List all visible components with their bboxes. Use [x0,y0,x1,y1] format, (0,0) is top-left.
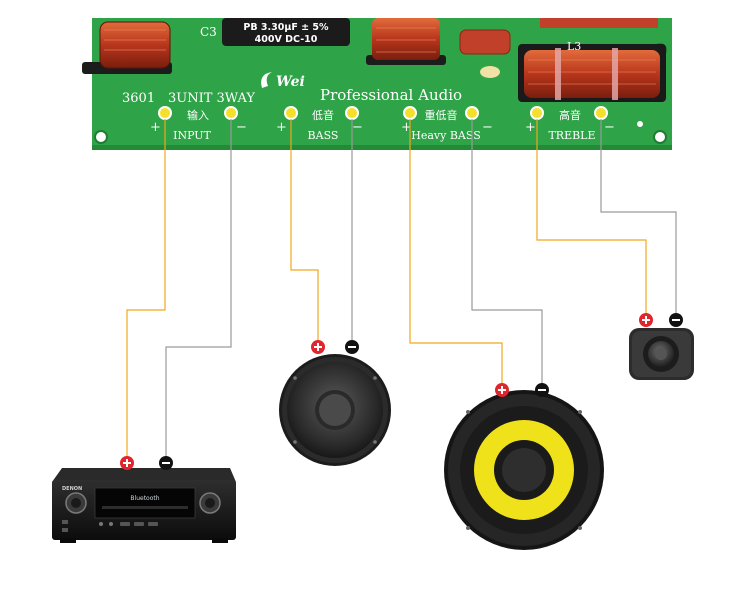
terminal-heavy-bass-negative[interactable] [465,106,479,120]
section-label-en: Heavy BASS [411,129,481,142]
plus-badge-icon [495,383,509,397]
polarity-plus: + [150,120,161,135]
receiver-display [94,487,196,519]
film-capacitor: PB 3.30µF ± 5% 400V DC-10 [222,18,350,46]
receiver-display-text: Bluetooth [130,495,159,502]
terminal-input-negative[interactable] [224,106,238,120]
section-label-en: INPUT [173,129,211,142]
inductor-coil-right: L3 [518,40,666,102]
terminal-input-positive[interactable] [158,106,172,120]
section-label-en: TREBLE [548,129,595,142]
wire-heavy-bass-positive [409,119,503,384]
terminal-treble-positive[interactable] [530,106,544,120]
config-label: 3UNIT 3WAY [168,91,255,106]
polarity-minus: − [604,120,615,135]
polarity-plus: + [276,120,287,135]
tweeter-icon [629,328,694,380]
polarity-minus: − [352,120,363,135]
mounting-hole [94,130,108,144]
section-label-cn: 重低音 [425,108,458,122]
silkscreen-label: C3 [200,25,217,39]
terminal-bass-positive[interactable] [284,106,298,120]
minus-badge-icon [669,313,683,327]
wire-bass-positive [290,119,319,340]
wire-heavy-bass-negative [471,119,543,384]
section-label-en: BASS [308,129,339,142]
inductor-coil-middle [366,18,446,65]
plus-badge-icon [639,313,653,327]
minus-badge-icon [159,456,173,470]
wire-treble-negative [600,119,677,313]
wire-input-positive [126,119,166,456]
receiver-brand: DENON [62,486,82,492]
plus-badge-icon [120,456,134,470]
minus-badge-icon [345,340,359,354]
crossover-pcb: C3 PB 3.30µF ± 5% 400V DC-10 [82,18,672,150]
capacitor-label-line1: PB 3.30µF ± 5% [243,22,329,33]
terminal-group-treble: + − 高音 TREBLE [525,106,615,142]
terminal-group-input: + − 输入 INPUT [150,106,247,142]
polarity-minus: − [482,120,493,135]
terminal-bass-negative[interactable] [345,106,359,120]
plus-badge-icon [311,340,325,354]
wire-input-negative [165,119,232,456]
inductor-coil-left [82,21,172,74]
polarity-plus: + [525,120,536,135]
terminal-treble-negative[interactable] [594,106,608,120]
inductor-label: L3 [567,40,581,53]
terminal-heavy-bass-positive[interactable] [403,106,417,120]
brand-label: Professional Audio [320,86,462,104]
section-label-cn: 低音 [312,108,334,122]
section-label-cn: 高音 [559,108,581,122]
capacitor-label-line2: 400V DC-10 [255,34,318,45]
terminal-group-heavy-bass: + − 重低音 Heavy BASS [401,106,493,142]
model-number: 3601 [122,91,155,106]
minus-badge-icon [535,383,549,397]
subwoofer-icon [444,390,604,550]
polarity-minus: − [236,120,247,135]
mounting-hole [653,130,667,144]
polarity-plus: + [401,120,412,135]
woofer-icon [279,354,391,466]
section-label-cn: 输入 [187,108,209,122]
mounting-hole [637,121,643,127]
svg-text:Wei: Wei [276,74,305,90]
terminal-group-bass: + − 低音 BASS [276,106,363,142]
small-capacitor [480,66,500,78]
av-receiver: DENON Bluetooth [52,468,236,543]
wire-treble-positive [536,119,647,313]
polarity-badges [120,313,683,470]
wires [126,119,677,456]
brand-logo: Wei [261,72,305,90]
resistor-top [540,18,658,28]
resistor [459,29,511,55]
